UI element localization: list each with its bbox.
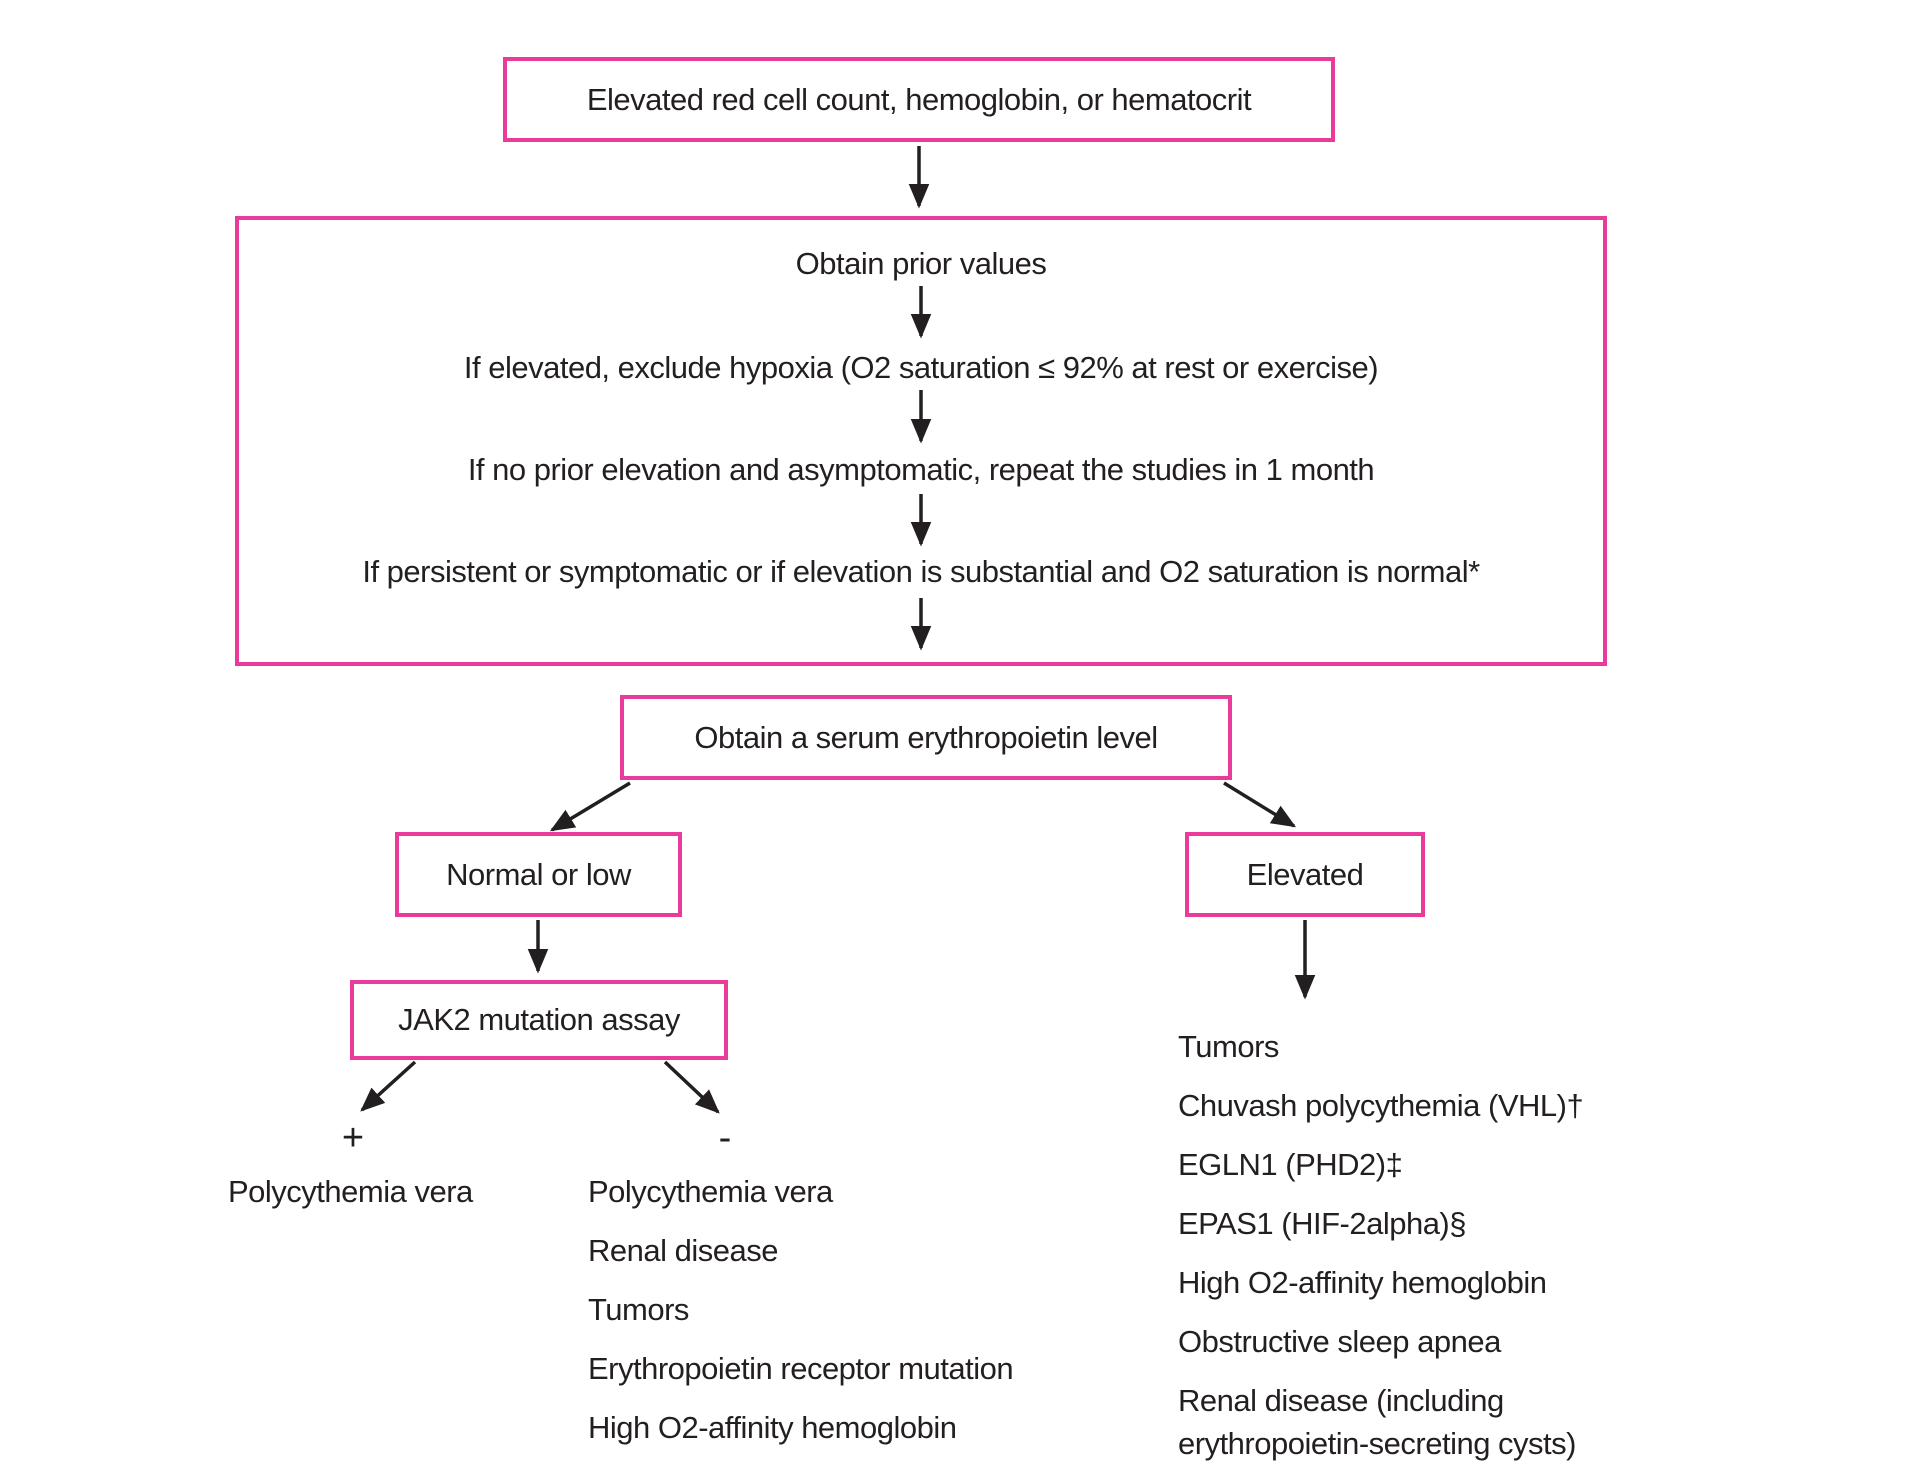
- node-epo-level: Obtain a serum erythropoietin level: [620, 695, 1232, 780]
- result-item: Erythropoietin receptor mutation: [588, 1351, 1014, 1386]
- result-item: Polycythemia vera: [588, 1174, 833, 1209]
- workup-step-1: Obtain prior values: [795, 246, 1047, 281]
- arrow-epo-to-elevated: [1223, 781, 1297, 828]
- workup-step-4: If persistent or symptomatic or if eleva…: [362, 554, 1480, 589]
- result-item: Renal disease (including erythropoietin-…: [1178, 1383, 1577, 1461]
- node-jak2-assay-label: JAK2 mutation assay: [398, 1002, 680, 1037]
- arrow-jak2-to-positive: [360, 1060, 417, 1112]
- node-jak2-assay: JAK2 mutation assay: [350, 980, 728, 1060]
- result-item: Renal disease: [588, 1233, 778, 1268]
- node-epo-normal-low-label: Normal or low: [446, 856, 631, 892]
- jak2-positive-result-list: Polycythemia vera: [228, 1170, 473, 1229]
- node-initial-elevation-label: Elevated red cell count, hemoglobin, or …: [586, 81, 1252, 117]
- node-workup-panel: Obtain prior values If elevated, exclude…: [235, 216, 1607, 666]
- workup-step-3: If no prior elevation and asymptomatic, …: [467, 452, 1375, 487]
- result-item: High O2-affinity hemoglobin: [1178, 1265, 1547, 1300]
- workup-step-2: If elevated, exclude hypoxia (O2 saturat…: [463, 350, 1379, 385]
- result-item: Tumors: [588, 1292, 689, 1327]
- jak2-negative-sign: -: [718, 1117, 732, 1159]
- epo-elevated-result-list: Tumors Chuvash polycythemia (VHL)† EGLN1…: [1178, 1025, 1584, 1481]
- node-epo-level-label: Obtain a serum erythropoietin level: [694, 719, 1158, 755]
- result-item: Polycythemia vera: [228, 1174, 473, 1209]
- node-initial-elevation: Elevated red cell count, hemoglobin, or …: [503, 57, 1335, 142]
- result-item: EPAS1 (HIF-2alpha)§: [1178, 1206, 1467, 1241]
- result-item: Chuvash polycythemia (VHL)†: [1178, 1088, 1584, 1123]
- result-item: High O2-affinity hemoglobin: [588, 1410, 957, 1445]
- result-item: EGLN1 (PHD2)‡: [1178, 1147, 1403, 1182]
- result-item: Tumors: [1178, 1029, 1279, 1064]
- node-epo-elevated: Elevated: [1185, 832, 1425, 917]
- arrow-jak2-to-negative: [663, 1060, 720, 1114]
- result-item: Obstructive sleep apnea: [1178, 1324, 1501, 1359]
- node-epo-elevated-label: Elevated: [1246, 856, 1364, 892]
- arrow-epo-to-normal-low: [549, 781, 631, 832]
- node-epo-normal-low: Normal or low: [395, 832, 682, 917]
- jak2-negative-result-list: Polycythemia vera Renal disease Tumors E…: [588, 1170, 1014, 1465]
- jak2-positive-sign: +: [341, 1117, 365, 1159]
